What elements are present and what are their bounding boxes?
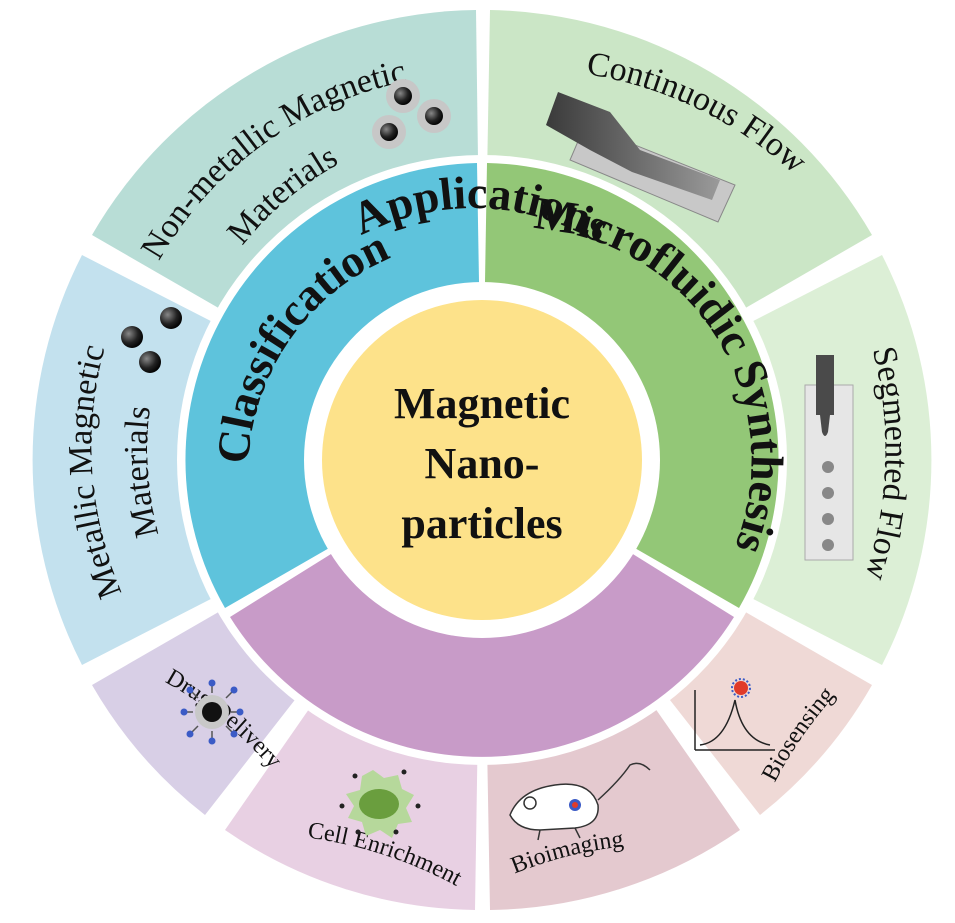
core-shell-particle-icon: [372, 79, 451, 149]
cell-icon: [339, 769, 421, 838]
drug-carrier-icon: [180, 679, 244, 745]
microchannel-icon: [546, 92, 736, 223]
mouse-icon: [509, 762, 651, 841]
magnetic-particle-icon: [121, 307, 182, 373]
center-line-2: Nano-: [425, 439, 540, 488]
center-circle: [322, 300, 642, 620]
center-line-1: Magnetic: [394, 379, 570, 428]
center-line-3: particles: [401, 499, 562, 548]
sensor-peak-icon: [694, 678, 775, 751]
droplet-channel-icon: [804, 355, 854, 561]
